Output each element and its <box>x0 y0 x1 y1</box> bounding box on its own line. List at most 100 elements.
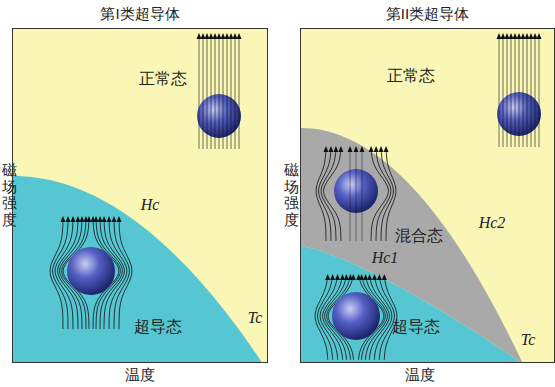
field-arrow <box>112 216 117 222</box>
field-line <box>231 38 232 149</box>
field-arrow <box>379 146 384 152</box>
field-arrow <box>94 216 99 222</box>
field-arrow <box>509 33 514 39</box>
field-arrow <box>233 33 238 39</box>
field-line <box>381 151 393 241</box>
field-arrow <box>75 216 80 222</box>
field-arrow <box>340 274 345 280</box>
field-arrow <box>377 274 382 280</box>
field-line <box>523 38 524 147</box>
field-line <box>315 279 328 360</box>
field-line <box>321 151 336 241</box>
field-arrow <box>354 146 359 152</box>
axis-label: 磁场强度 <box>2 162 17 228</box>
field-arrow <box>79 216 84 222</box>
field-arrow <box>367 274 372 280</box>
field-arrow <box>372 274 377 280</box>
phase-name: 混合态 <box>395 226 443 247</box>
field-line <box>519 38 520 147</box>
field-line <box>531 38 532 147</box>
field-arrow <box>323 146 328 152</box>
field-line <box>350 151 351 241</box>
field-line <box>535 38 536 147</box>
field-arrow <box>374 146 379 152</box>
field-line <box>239 38 240 149</box>
field-arrow <box>70 216 75 222</box>
phase-name: 正常态 <box>139 69 187 90</box>
field-arrow <box>325 274 330 280</box>
curve-label: Hc <box>141 196 160 214</box>
field-line <box>386 151 396 241</box>
phase-name: 超导态 <box>134 317 182 338</box>
panel-title: 第I类超导体 <box>100 5 179 24</box>
field-arrow <box>201 33 206 39</box>
phase-diagram-panel: 第II类超导体正常态混合态超导态 <box>300 28 555 363</box>
field-arrow <box>382 274 387 280</box>
field-line <box>356 151 357 241</box>
field-arrow <box>98 216 103 222</box>
field-line <box>507 38 508 147</box>
field-arrow <box>197 33 202 39</box>
field-line <box>199 38 200 149</box>
field-line <box>215 38 216 149</box>
field-line <box>511 38 512 147</box>
curve-label: Hc1 <box>372 249 399 267</box>
field-arrow <box>363 274 368 280</box>
field-line <box>515 38 516 147</box>
field-arrow <box>384 146 389 152</box>
field-line <box>223 38 224 149</box>
field-arrow <box>328 146 333 152</box>
field-arrow <box>209 33 214 39</box>
field-line <box>235 38 236 149</box>
field-line <box>203 38 204 149</box>
field-arrow <box>369 146 374 152</box>
curve-label: Hc2 <box>479 214 506 232</box>
field-line <box>50 221 63 329</box>
phase-diagram-panel: 第I类超导体正常态超导态 <box>12 28 268 363</box>
field-arrow <box>537 33 542 39</box>
field-arrow <box>517 33 522 39</box>
field-arrow <box>348 146 353 152</box>
field-arrow <box>529 33 534 39</box>
field-arrow <box>333 146 338 152</box>
phase-name: 正常态 <box>387 66 435 87</box>
field-arrow <box>229 33 234 39</box>
field-arrow <box>60 216 65 222</box>
region-fill <box>13 176 263 362</box>
temperature-label: Tc <box>248 309 263 327</box>
field-arrow <box>86 216 91 222</box>
field-arrow <box>65 216 70 222</box>
field-line <box>114 221 129 329</box>
field-arrow <box>521 33 526 39</box>
field-arrow <box>513 33 518 39</box>
field-arrow <box>213 33 218 39</box>
field-arrow <box>351 274 356 280</box>
field-arrow <box>525 33 530 39</box>
axis-label: 磁场强度 <box>284 162 299 228</box>
field-arrow <box>237 33 242 39</box>
sample-sphere <box>67 247 115 295</box>
field-arrow <box>338 146 343 152</box>
sample-sphere <box>332 292 380 340</box>
axis-label: 温度 <box>125 366 155 385</box>
field-arrow <box>359 274 364 280</box>
field-arrow <box>497 33 502 39</box>
field-arrow <box>344 274 349 280</box>
field-line <box>207 38 208 149</box>
field-arrow <box>360 146 365 152</box>
field-arrow <box>102 216 107 222</box>
region-fill <box>301 246 523 362</box>
axis-label: 温度 <box>405 366 435 385</box>
field-line <box>499 38 500 147</box>
field-line <box>119 221 132 329</box>
field-line <box>227 38 228 149</box>
field-line <box>211 38 212 149</box>
field-line <box>503 38 504 147</box>
field-arrow <box>335 274 340 280</box>
phase-name: 超导态 <box>392 317 440 338</box>
panel-title: 第II类超导体 <box>386 5 469 24</box>
field-arrow <box>217 33 222 39</box>
field-arrow <box>225 33 230 39</box>
field-arrow <box>205 33 210 39</box>
region-fill <box>301 128 523 362</box>
